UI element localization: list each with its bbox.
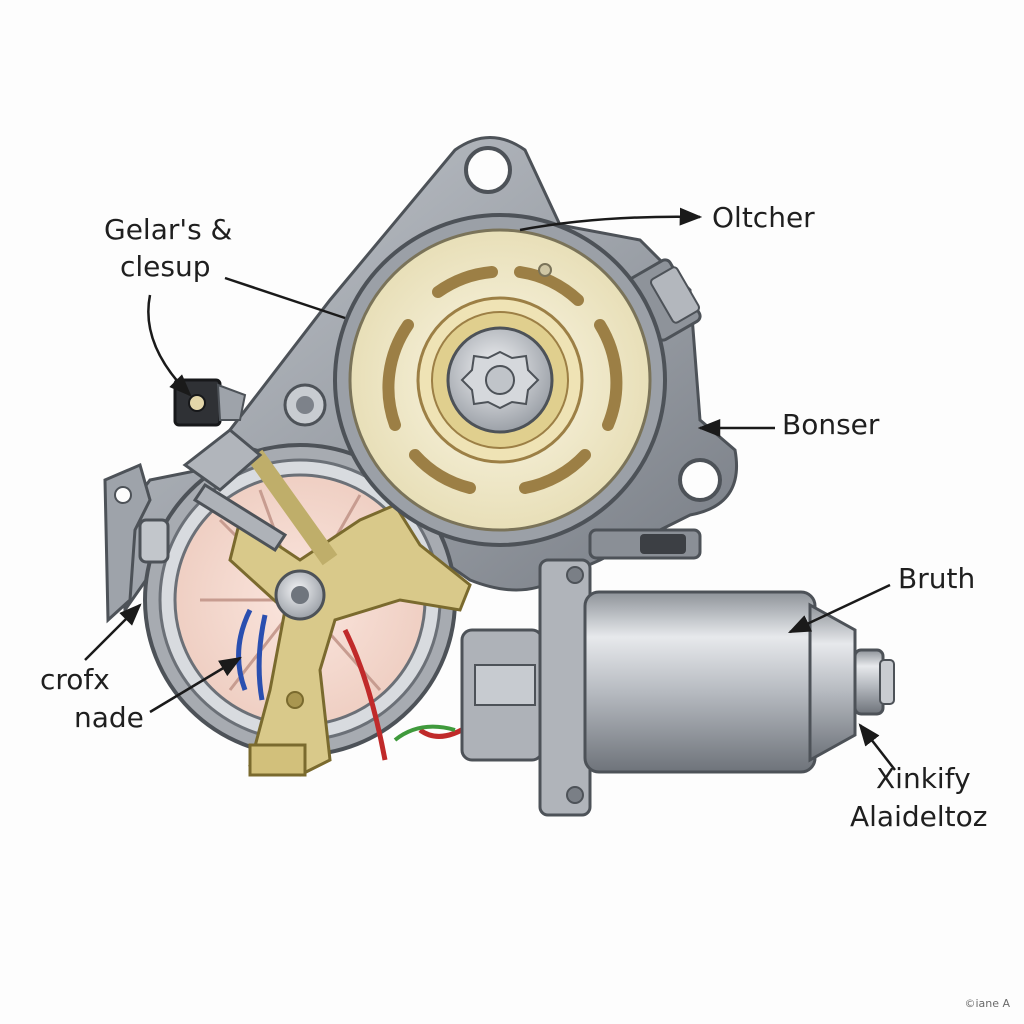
motor-mount <box>460 558 592 817</box>
label-gears-line2: clesup <box>120 250 211 283</box>
leader-left <box>84 603 142 661</box>
wire-clip <box>588 528 702 560</box>
mounting-hole-right <box>678 458 722 502</box>
label-left-line1: crofx <box>40 663 110 696</box>
label-left-line2: nade <box>74 701 144 734</box>
label-top-right: Oltcher <box>712 201 815 234</box>
label-shaft-line2: Alaideltoz <box>850 800 988 833</box>
leader-sensor <box>147 294 192 397</box>
left-clamp <box>103 428 288 624</box>
label-right-mid: Bonser <box>782 408 880 441</box>
leader-gears <box>224 276 346 320</box>
leader-motor <box>787 583 891 634</box>
motor-can <box>583 590 895 774</box>
sensor-box <box>173 378 247 427</box>
leader-lines <box>84 207 896 771</box>
label-gears-line1: Gelar's & <box>104 213 233 246</box>
gear-plate <box>333 213 667 547</box>
credit-text: ©iane A <box>964 997 1010 1010</box>
label-shaft-line1: Xinkify <box>876 762 971 795</box>
leader-nade <box>149 656 242 714</box>
mounting-hole-top <box>464 146 512 194</box>
leader-shaft <box>858 723 896 771</box>
label-motor: Bruth <box>898 562 976 595</box>
gear-bracket <box>228 449 472 777</box>
leader-top-right <box>519 207 703 232</box>
